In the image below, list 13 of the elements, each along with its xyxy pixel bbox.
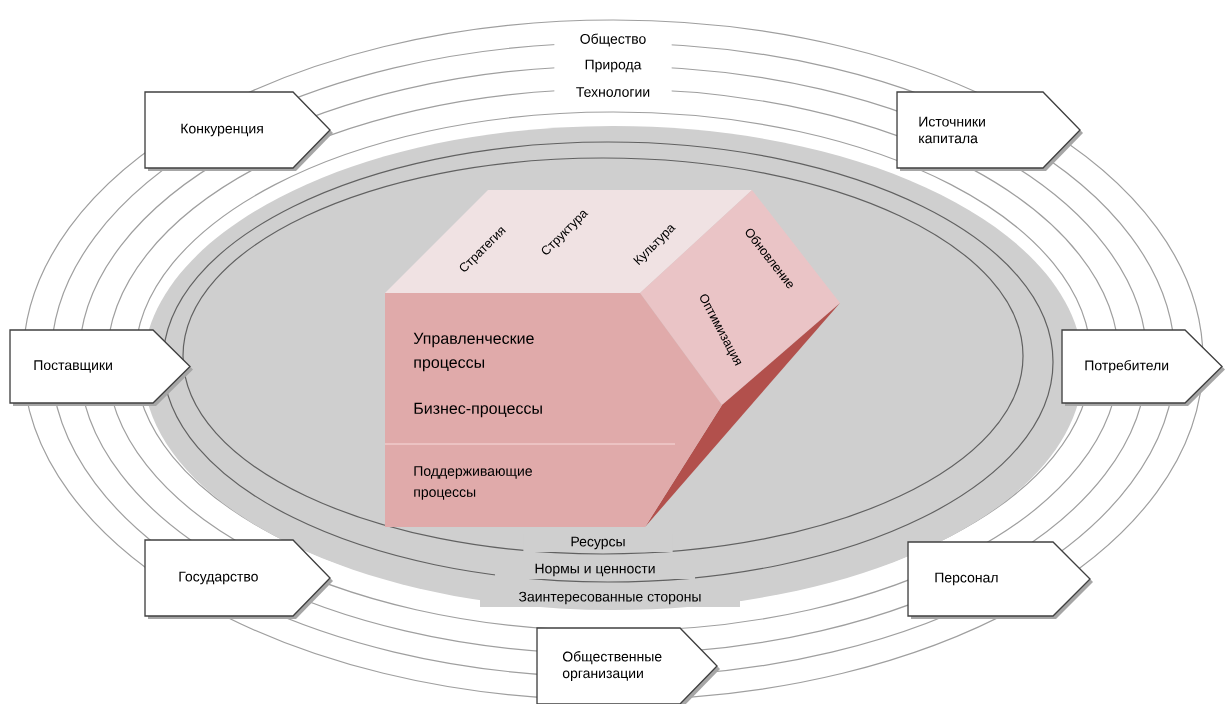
arrow-box: Общественные организации [536, 627, 720, 704]
arrow-box: Источники капитала [896, 91, 1083, 171]
band-label: Нормы и ценности [495, 561, 695, 579]
arrow-box: Конкуренция [144, 91, 333, 171]
band-label: Природа [554, 57, 672, 75]
band-label: Ресурсы [523, 534, 673, 552]
band-label: Заинтересованные стороны [480, 589, 740, 607]
arrow-box: Поставщики [9, 329, 193, 406]
band-label: Общество [554, 30, 672, 50]
band-label: Технологии [554, 84, 672, 100]
arrow-box: Персонал [907, 541, 1093, 619]
arrow-box: Потребители [1061, 329, 1225, 406]
arrow-box: Государство [144, 539, 333, 619]
